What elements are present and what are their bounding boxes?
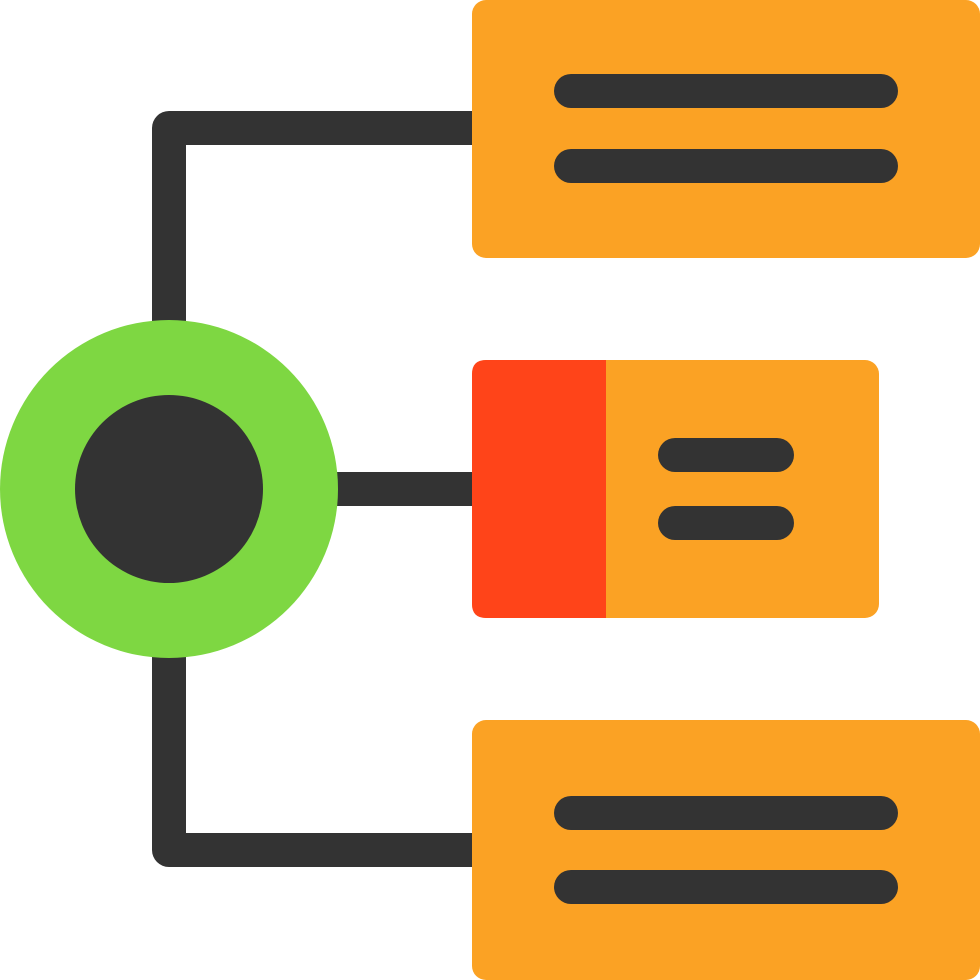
middle-card-accent xyxy=(472,360,606,618)
top-card xyxy=(472,0,980,258)
top-card-line-2 xyxy=(554,149,898,183)
middle-card-line-1 xyxy=(658,438,794,472)
bottom-card-line-2 xyxy=(554,870,898,904)
connector-bottom xyxy=(152,650,490,867)
middle-card xyxy=(472,360,879,618)
bottom-card-line-1 xyxy=(554,796,898,830)
connector-lines xyxy=(152,111,490,867)
bottom-card xyxy=(472,720,980,980)
connector-top xyxy=(152,111,490,330)
top-card-body xyxy=(472,0,980,258)
hub-node xyxy=(0,320,338,658)
bottom-card-body xyxy=(472,720,980,980)
middle-card-line-2 xyxy=(658,506,794,540)
top-card-line-1 xyxy=(554,74,898,108)
hub-center xyxy=(75,395,263,583)
